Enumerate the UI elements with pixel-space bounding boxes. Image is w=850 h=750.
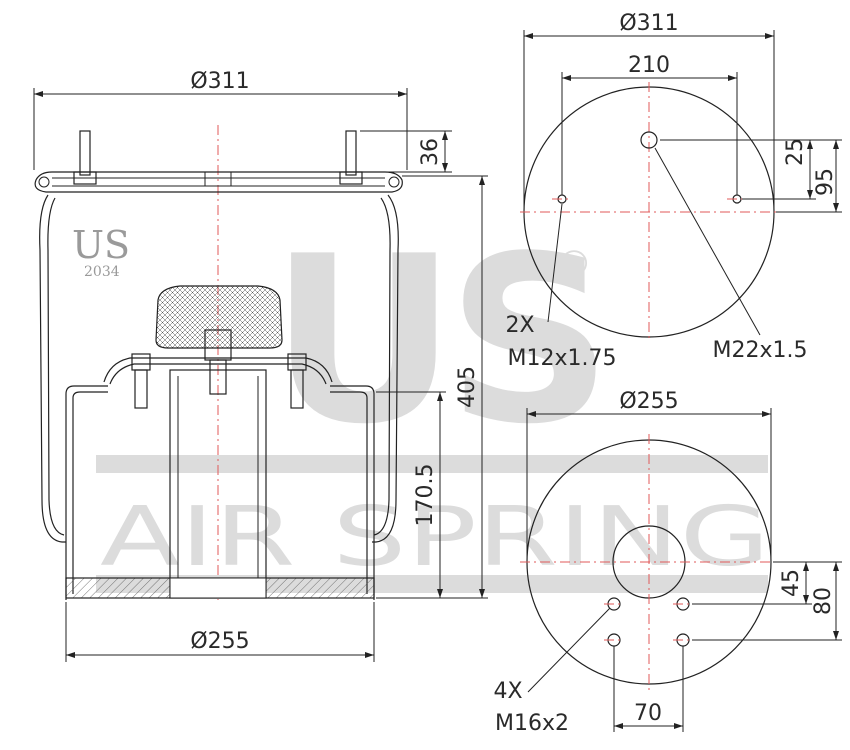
callout-bottom-hole-thread: M16x2: [495, 711, 569, 736]
watermark-subtitle: AIR SPRING: [100, 490, 770, 585]
dim-side-top-diameter: Ø311: [190, 69, 249, 94]
leader-stud-callout: [547, 203, 563, 323]
bottom-plate-view: Ø255 45 80 70 4X M16x2: [493, 389, 842, 736]
watermark-logo: US: [270, 208, 602, 475]
piston-top: [103, 357, 333, 383]
air-fitting-hole: [640, 131, 658, 149]
dim-piston-height: 170.5: [413, 464, 438, 527]
callout-stud-qty: 2X: [505, 313, 534, 338]
dim-overall-height: 405: [455, 366, 480, 408]
dim-bolt-spacing: 210: [628, 53, 670, 78]
bellows-left: [39, 194, 66, 543]
dim-air-fitting-offset: 25: [783, 138, 808, 166]
piston-wall-left: [65, 385, 108, 600]
dim-top-plate-diameter: Ø311: [619, 11, 678, 36]
callout-stud-thread: M12x1.75: [508, 346, 617, 371]
leader-bottom-holes: [527, 607, 611, 693]
watermark-registered-mark: ®: [556, 244, 592, 285]
top-stud-right: [339, 130, 363, 185]
dim-hole-pitch: 70: [634, 701, 662, 726]
brand-stamp-logo: US: [72, 223, 130, 267]
dim-side-bottom-diameter: Ø255: [190, 629, 249, 654]
top-bead-plate: [34, 171, 403, 193]
dim-bottom-plate-diameter: Ø255: [619, 389, 678, 414]
bumper: [155, 285, 283, 349]
watermark-bar-top: [96, 455, 768, 473]
piston-stud-right: [290, 369, 304, 409]
side-view: US 2034 Ø311 36 405 170.5 Ø255: [33, 69, 488, 662]
dim-hole-span: 80: [811, 587, 836, 615]
top-stud-left: [73, 130, 97, 185]
dim-stud-offset: 95: [813, 168, 838, 196]
dim-hole-row-spacing: 45: [779, 569, 804, 597]
bellows-right: [372, 194, 399, 543]
leader-air-fitting: [654, 147, 761, 336]
piston-stud-left: [134, 369, 148, 409]
piston-wall-right: [330, 385, 375, 600]
callout-bottom-hole-qty: 4X: [493, 679, 522, 704]
dim-stud-height: 36: [418, 138, 443, 166]
callout-air-fitting-thread: M22x1.5: [713, 338, 808, 363]
brand-stamp-part-number: 2034: [84, 264, 120, 280]
top-plate-view: Ø311 210 25 95 2X M12x1.75 M22x1.5: [505, 11, 842, 371]
